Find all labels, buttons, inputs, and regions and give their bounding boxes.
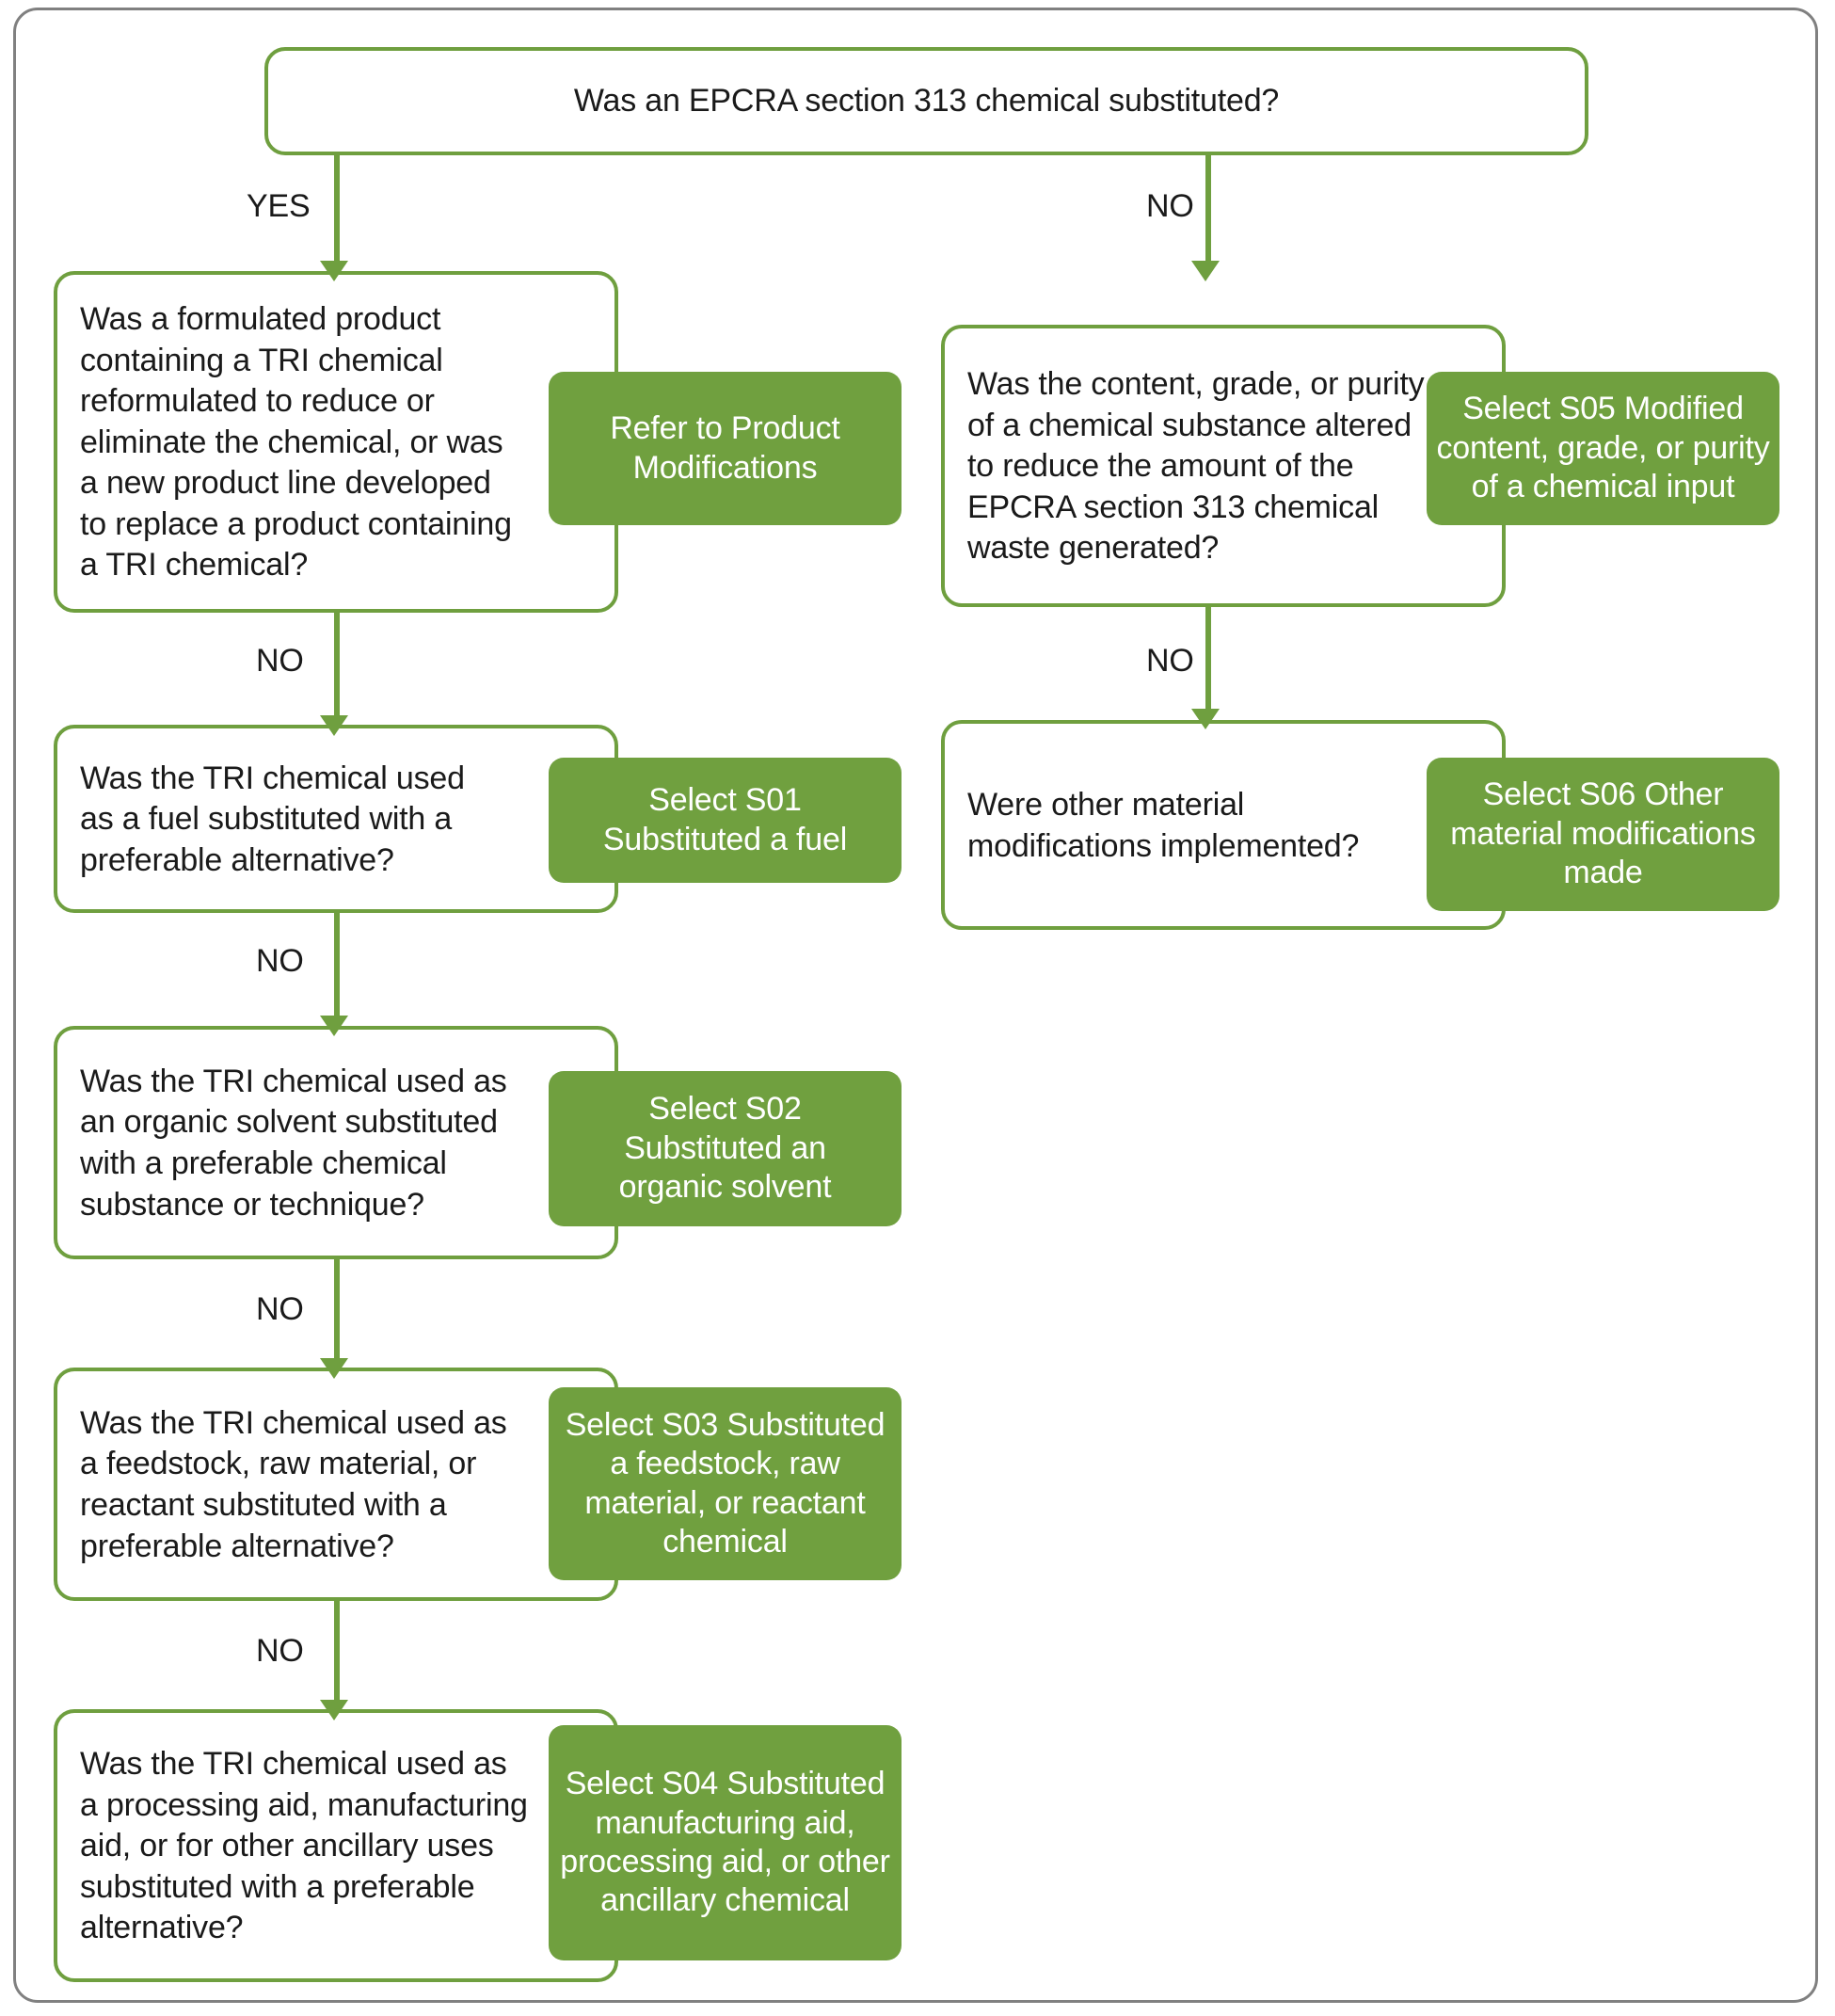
result-text-line: content, grade, or purity bbox=[1436, 429, 1770, 466]
question-box-right-2: Were other material modifications implem… bbox=[941, 720, 1506, 930]
result-box-s01: Select S01 Substituted a fuel bbox=[549, 758, 902, 883]
arrow-left-2-3 bbox=[320, 1016, 348, 1036]
result-text-line: Select S03 Substituted bbox=[565, 1406, 886, 1443]
question-box-left-5: Was the TRI chemical used as a processin… bbox=[54, 1709, 618, 1982]
edge-label-no-left-3: NO bbox=[256, 1291, 304, 1327]
question-text-line: waste generated? bbox=[967, 530, 1220, 567]
question-box-right-1: Was the content, grade, or purity of a c… bbox=[941, 325, 1506, 607]
result-text-line: Select S02 bbox=[648, 1091, 802, 1128]
arrow-root-no bbox=[1191, 261, 1220, 281]
edge-label-no-root: NO bbox=[1146, 188, 1194, 224]
question-text-line: to replace a product containing bbox=[80, 505, 512, 542]
result-text-line: organic solvent bbox=[618, 1169, 832, 1206]
arrow-left-4-5 bbox=[320, 1700, 348, 1720]
arrow-root-yes bbox=[320, 261, 348, 281]
question-text-line: of a chemical substance altered bbox=[967, 407, 1412, 443]
question-text-line: EPCRA section 313 chemical bbox=[967, 488, 1380, 525]
question-box-left-2: Was the TRI chemical used as a fuel subs… bbox=[54, 725, 618, 913]
result-text-line: a feedstock, raw bbox=[610, 1446, 840, 1482]
question-text-line: preferable alternative? bbox=[80, 1528, 394, 1564]
connector-root-yes bbox=[334, 155, 340, 265]
question-text-line: substance or technique? bbox=[80, 1186, 424, 1223]
result-text-line: Select S04 Substituted bbox=[565, 1766, 886, 1802]
result-text-line: Substituted a fuel bbox=[602, 821, 848, 857]
question-text-line: Was an EPCRA section 313 chemical substi… bbox=[573, 82, 1280, 119]
arrow-right-1-2 bbox=[1191, 709, 1220, 729]
question-text-line: Was the content, grade, or purity bbox=[967, 366, 1425, 403]
question-text-line: eliminate the chemical, or was bbox=[80, 424, 503, 460]
arrow-left-3-4 bbox=[320, 1358, 348, 1379]
question-text-line: Was the TRI chemical used as bbox=[80, 1746, 507, 1783]
result-text-line: Refer to Product bbox=[610, 410, 840, 447]
result-text-line: Select S05 Modified bbox=[1462, 391, 1744, 427]
connector-root-no bbox=[1205, 155, 1211, 265]
question-text-line: substituted with a preferable bbox=[80, 1868, 475, 1905]
question-box-root: Was an EPCRA section 313 chemical substi… bbox=[264, 47, 1588, 155]
result-text-line: chemical bbox=[662, 1523, 788, 1560]
result-text-line: material, or reactant bbox=[584, 1484, 866, 1521]
question-text-line: modifications implemented? bbox=[967, 827, 1360, 864]
arrow-left-1-2 bbox=[320, 715, 348, 736]
question-text-line: a TRI chemical? bbox=[80, 547, 309, 584]
result-text-line: Select S06 Other bbox=[1482, 776, 1724, 813]
question-text-line: as a fuel substituted with a bbox=[80, 801, 453, 838]
result-text-line: ancillary chemical bbox=[600, 1882, 850, 1919]
edge-label-no-left-2: NO bbox=[256, 943, 304, 979]
question-text-line: Was the TRI chemical used as bbox=[80, 1404, 507, 1441]
result-text-line: material modifications bbox=[1450, 815, 1756, 852]
result-text-line: Select S01 bbox=[648, 782, 802, 819]
question-text-line: with a preferable chemical bbox=[80, 1145, 447, 1181]
connector-left-2-3 bbox=[334, 913, 340, 1020]
question-text-line: aid, or for other ancillary uses bbox=[80, 1828, 494, 1864]
result-box-s03: Select S03 Substituted a feedstock, raw … bbox=[549, 1387, 902, 1580]
question-box-left-3: Was the TRI chemical used as an organic … bbox=[54, 1026, 618, 1259]
edge-label-no-left-4: NO bbox=[256, 1633, 304, 1669]
connector-right-1-2 bbox=[1205, 607, 1211, 713]
question-box-left-4: Was the TRI chemical used as a feedstock… bbox=[54, 1368, 618, 1601]
question-text-line: a processing aid, manufacturing bbox=[80, 1786, 528, 1823]
edge-label-no-right-1: NO bbox=[1146, 643, 1194, 679]
question-text-line: reactant substituted with a bbox=[80, 1487, 447, 1523]
question-text-line: Were other material bbox=[967, 786, 1245, 823]
edge-label-no-left-1: NO bbox=[256, 643, 304, 679]
result-box-s02: Select S02 Substituted an organic solven… bbox=[549, 1071, 902, 1226]
question-text-line: reformulated to reduce or bbox=[80, 383, 435, 420]
question-text-line: Was the TRI chemical used bbox=[80, 760, 465, 796]
question-text-line: preferable alternative? bbox=[80, 841, 394, 878]
result-text-line: manufacturing aid, bbox=[595, 1804, 855, 1841]
question-text-line: to reduce the amount of the bbox=[967, 448, 1354, 485]
result-text-line: processing aid, or other bbox=[560, 1844, 890, 1880]
question-text-line: alternative? bbox=[80, 1910, 244, 1946]
result-box-s04: Select S04 Substituted manufacturing aid… bbox=[549, 1725, 902, 1960]
result-text-line: made bbox=[1563, 855, 1643, 891]
question-text-line: Was the TRI chemical used as bbox=[80, 1063, 507, 1099]
result-box-product-modifications: Refer to Product Modifications bbox=[549, 372, 902, 525]
connector-left-3-4 bbox=[334, 1259, 340, 1363]
question-text-line: Was a formulated product bbox=[80, 301, 441, 338]
result-text-line: of a chemical input bbox=[1471, 469, 1735, 505]
result-text-line: Substituted an bbox=[624, 1129, 826, 1166]
result-text-line: Modifications bbox=[632, 449, 818, 486]
result-box-s06: Select S06 Other material modifications … bbox=[1427, 758, 1779, 911]
question-box-left-1: Was a formulated product containing a TR… bbox=[54, 271, 618, 613]
result-box-s05: Select S05 Modified content, grade, or p… bbox=[1427, 372, 1779, 525]
edge-label-yes: YES bbox=[247, 188, 311, 224]
question-text-line: a new product line developed bbox=[80, 465, 491, 502]
connector-left-1-2 bbox=[334, 613, 340, 720]
question-text-line: an organic solvent substituted bbox=[80, 1104, 498, 1141]
connector-left-4-5 bbox=[334, 1601, 340, 1704]
question-text-line: containing a TRI chemical bbox=[80, 342, 443, 378]
question-text-line: a feedstock, raw material, or bbox=[80, 1446, 477, 1482]
